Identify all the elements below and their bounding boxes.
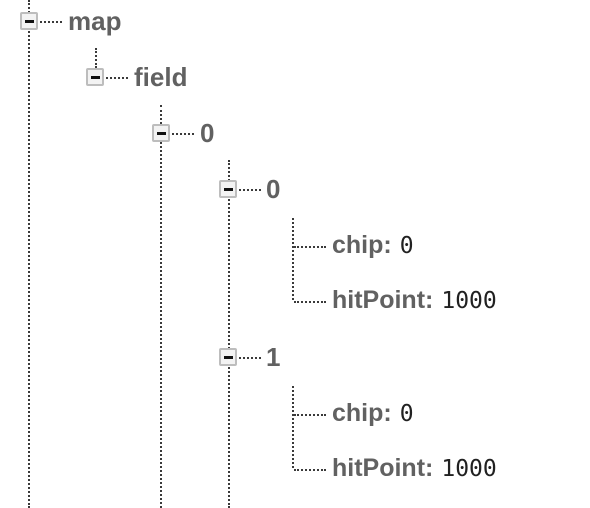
leaf-key: hitPoint [332, 286, 426, 314]
tree-line-row0 [160, 105, 162, 508]
collapse-toggle-icon[interactable] [152, 124, 170, 142]
tree-line-field [95, 48, 97, 68]
node-key-cell-0[interactable]: 0 [266, 174, 281, 204]
leaf-chip[interactable]: chip:0 [332, 398, 414, 432]
tree-connector [294, 246, 326, 248]
tree-connector [172, 133, 194, 135]
tree-connector [40, 21, 62, 23]
leaf-chip[interactable]: chip:0 [332, 230, 414, 264]
leaf-hitpoint[interactable]: hitPoint:1000 [332, 285, 497, 319]
tree-line-cells [228, 160, 230, 508]
leaf-separator: : [383, 399, 392, 427]
tree-line-leaf [292, 386, 294, 468]
node-key-row-0[interactable]: 0 [200, 118, 215, 148]
collapse-toggle-icon[interactable] [219, 348, 237, 366]
tree-connector [106, 77, 128, 79]
collapse-toggle-icon[interactable] [219, 180, 237, 198]
collapse-toggle-icon[interactable] [20, 12, 38, 30]
leaf-value: 1000 [441, 456, 497, 482]
tree-connector [294, 301, 326, 303]
leaf-value: 1000 [441, 288, 497, 314]
tree-line-root [28, 0, 30, 508]
leaf-key: chip [332, 231, 384, 259]
tree-line-leaf [292, 218, 294, 300]
leaf-hitpoint[interactable]: hitPoint:1000 [332, 453, 497, 487]
tree-connector [239, 189, 261, 191]
leaf-key: hitPoint [332, 454, 426, 482]
leaf-separator: : [425, 454, 434, 482]
leaf-value: 0 [399, 401, 414, 427]
leaf-separator: : [425, 286, 434, 314]
collapse-toggle-icon[interactable] [86, 68, 104, 86]
node-key-field[interactable]: field [134, 62, 188, 92]
tree-connector [294, 414, 326, 416]
leaf-value: 0 [399, 233, 414, 259]
tree-connector [239, 357, 261, 359]
tree-connector [294, 469, 326, 471]
leaf-key: chip [332, 399, 384, 427]
leaf-separator: : [383, 231, 392, 259]
node-key-map[interactable]: map [68, 6, 122, 36]
node-key-cell-1[interactable]: 1 [266, 342, 281, 372]
